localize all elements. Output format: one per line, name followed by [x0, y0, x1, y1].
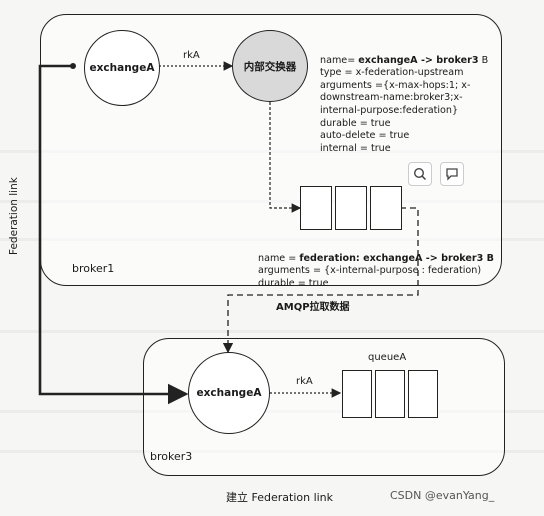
broker3-label: broker3 [150, 450, 193, 463]
search-icon[interactable] [408, 162, 432, 186]
queue-prop-line: durable = true [258, 277, 329, 289]
federation-queue [300, 186, 402, 230]
exchange-a-broker3-label: exchangeA [196, 387, 262, 399]
queue-cell [370, 186, 402, 230]
rk-top-label: rkA [183, 50, 200, 61]
exchange-prop-line: auto-delete = true [320, 130, 410, 142]
queue-a [342, 370, 438, 418]
queue-a-label: queueA [368, 352, 407, 363]
comment-icon[interactable] [440, 162, 464, 186]
exchange-prop-line: arguments ={x-max-hops:1; x- [320, 79, 471, 91]
queue-name-line: name = federation: exchangeA -> broker3 … [258, 252, 494, 264]
exchange-prop-line: internal = true [320, 142, 391, 154]
queue-cell [342, 370, 372, 418]
exchange-prop-line: internal-purpose:federation} [320, 104, 459, 116]
federation-link-label: Federation link [8, 177, 20, 255]
internal-exchange-node: 内部交换器 [232, 30, 308, 102]
exchange-name-line: name= exchangeA -> broker3 B [320, 54, 489, 66]
amqp-pull-arrow [222, 207, 419, 354]
figure-caption: 建立 Federation link [226, 491, 334, 504]
broker1-label: broker1 [72, 262, 115, 275]
queue-cell [335, 186, 367, 230]
rk-bottom-label: rkA [296, 376, 313, 387]
exchange-prop-line: type = x-federation-upstream [320, 67, 464, 79]
watermark: CSDN @evanYang_ [390, 489, 495, 502]
queue-prop-line: arguments = {x-internal-purpose : federa… [258, 265, 482, 277]
amqp-label: AMQP拉取数据 [276, 302, 350, 313]
queue-properties: name = federation: exchangeA -> broker3 … [258, 240, 494, 303]
image-toolbar [408, 162, 464, 186]
internal-to-queue-arrow [269, 97, 302, 213]
internal-exchange-label: 内部交换器 [243, 60, 297, 73]
federation-link-line [38, 64, 189, 405]
queue-cell [300, 186, 332, 230]
exchange-a-node: exchangeA [84, 30, 160, 106]
queue-cell [408, 370, 438, 418]
queue-cell [375, 370, 405, 418]
exchange-a-label: exchangeA [89, 62, 155, 74]
exchange-prop-line: downstream-name:broker3;x- [320, 92, 463, 104]
exchange-prop-line: durable = true [320, 117, 391, 129]
exchange-a-broker3-node: exchangeA [188, 352, 270, 434]
